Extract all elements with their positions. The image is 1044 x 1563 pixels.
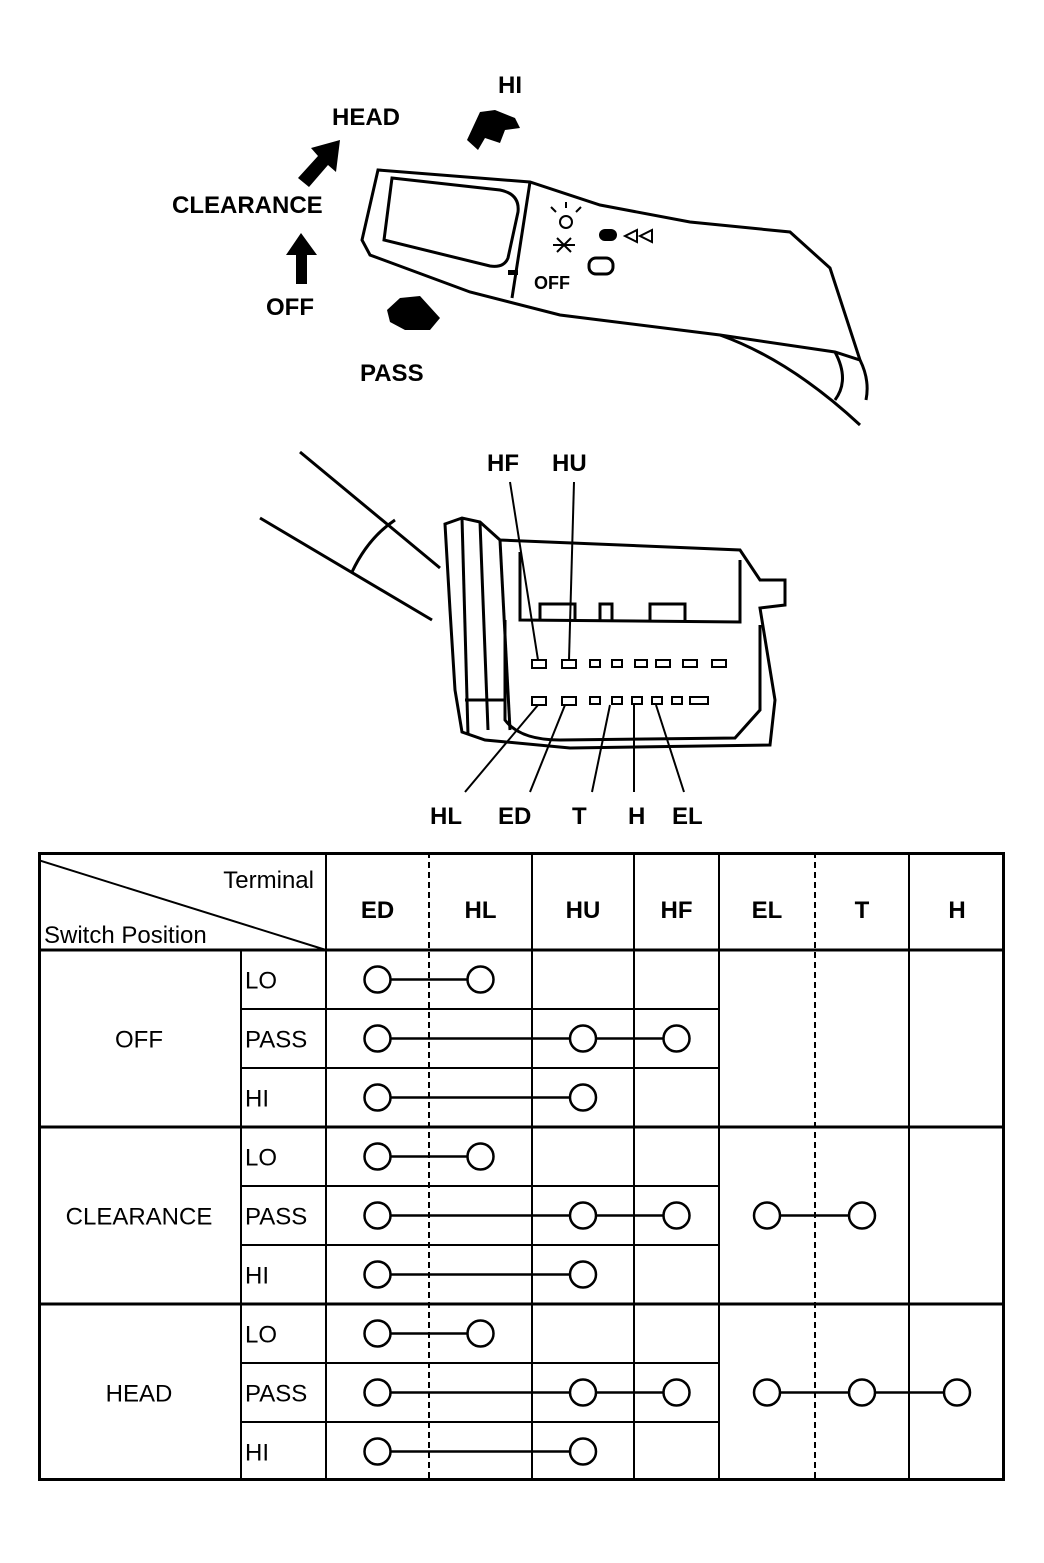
continuity-circle-ed [363, 1142, 392, 1171]
switch-position-off: OFF [115, 1027, 163, 1054]
terminal-label-h: H [628, 803, 646, 830]
terminal-label-ed: ED [498, 803, 532, 830]
switch-illustration: OFF [259, 110, 869, 793]
terminal-header-hl: HL [465, 897, 497, 924]
continuity-circle-hu [568, 1437, 598, 1466]
continuity-circle-ed [363, 1024, 392, 1053]
continuity-circle-hu [568, 1378, 598, 1407]
terminal-header-h: H [948, 897, 965, 924]
continuity-circle-ed [363, 1201, 392, 1230]
label-head: HEAD [332, 104, 401, 131]
label-pass: PASS [360, 360, 424, 387]
continuity-circle-h [942, 1378, 972, 1407]
row-label-pass: PASS [245, 1381, 307, 1408]
row-label-hi: HI [245, 1263, 269, 1290]
continuity-circle-ed [363, 1083, 392, 1112]
connector [259, 450, 787, 750]
continuity-circle-hl [466, 1142, 495, 1171]
continuity-circle-hl [466, 1319, 495, 1348]
row-label-lo: LO [245, 1322, 277, 1349]
row-label-lo: LO [245, 1145, 277, 1172]
continuity-circle-t [847, 1378, 877, 1407]
continuity-circle-el [752, 1378, 782, 1407]
row-label-lo: LO [245, 968, 277, 995]
continuity-circle-hu [568, 1260, 598, 1289]
table-border [38, 852, 1005, 1481]
label-clearance: CLEARANCE [172, 192, 323, 219]
continuity-circle-ed [363, 1260, 392, 1289]
continuity-circle-hu [568, 1083, 598, 1112]
label-hi: HI [498, 72, 522, 99]
lever-symbols [508, 202, 653, 276]
continuity-circle-hf [662, 1024, 691, 1053]
row-label-pass: PASS [245, 1204, 307, 1231]
arrow-diagonal-icon [298, 140, 340, 187]
label-off: OFF [266, 294, 314, 321]
continuity-circle-hu [568, 1024, 598, 1053]
switch-position-clearance: CLEARANCE [66, 1204, 213, 1231]
terminal-label-hu: HU [552, 450, 587, 477]
row-label-hi: HI [245, 1086, 269, 1113]
corner-diagonal [37, 859, 327, 951]
corner-label-terminal: Terminal [223, 867, 314, 894]
arrow-hi-icon [467, 110, 520, 150]
continuity-circle-t [847, 1201, 877, 1230]
terminal-header-ed: ED [361, 897, 394, 924]
corner-label-switch-position: Switch Position [44, 922, 207, 949]
row-label-pass: PASS [245, 1027, 307, 1054]
terminal-label-el: EL [672, 803, 703, 830]
continuity-circle-hu [568, 1201, 598, 1230]
continuity-circle-ed [363, 1437, 392, 1466]
terminal-label-hf: HF [487, 450, 519, 477]
switch-position-head: HEAD [106, 1381, 173, 1408]
continuity-circle-ed [363, 1319, 392, 1348]
row-label-hi: HI [245, 1440, 269, 1467]
connector-pins [531, 659, 727, 706]
lever-off-marking: OFF [534, 273, 570, 293]
combination-switch-lever [360, 168, 869, 427]
direction-arrows [286, 110, 520, 330]
continuity-circle-hf [662, 1201, 691, 1230]
terminal-label-hl: HL [430, 803, 462, 830]
terminal-leader-lines [464, 481, 685, 793]
arrow-pass-icon [387, 296, 440, 330]
continuity-circle-el [752, 1201, 782, 1230]
terminal-header-hu: HU [566, 897, 601, 924]
continuity-circle-ed [363, 965, 392, 994]
continuity-circle-ed [363, 1378, 392, 1407]
terminal-header-t: T [855, 897, 870, 924]
terminal-header-el: EL [752, 897, 783, 924]
continuity-circle-hl [466, 965, 495, 994]
arrow-up-icon [286, 233, 317, 284]
terminal-label-t: T [572, 803, 587, 830]
terminal-header-hf: HF [661, 897, 693, 924]
continuity-circle-hf [662, 1378, 691, 1407]
